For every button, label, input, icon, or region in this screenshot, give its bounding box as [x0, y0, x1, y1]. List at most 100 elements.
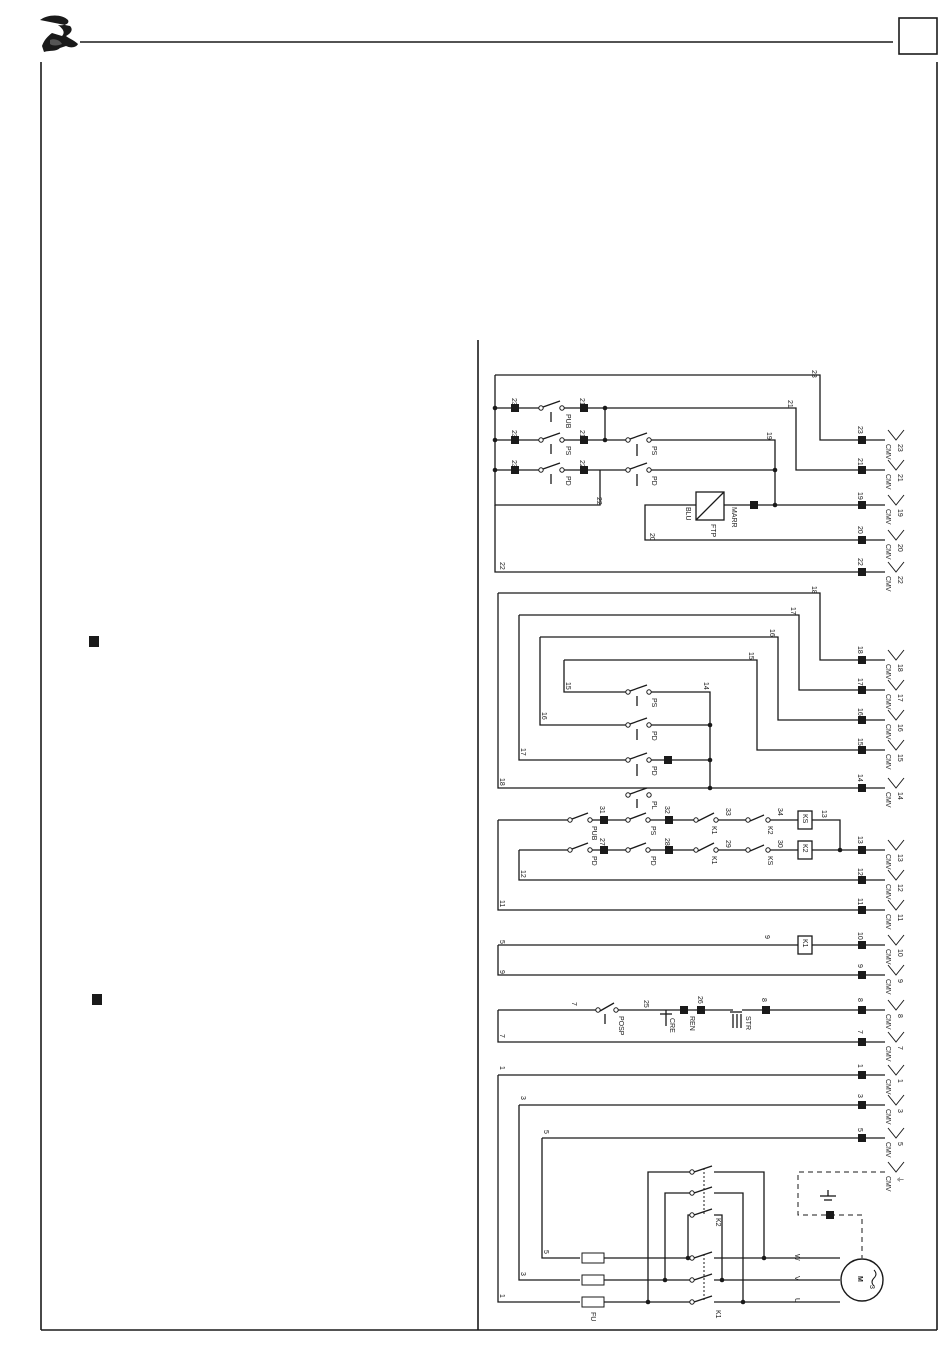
- svg-text:15: 15: [747, 652, 754, 660]
- svg-text:22: 22: [896, 576, 903, 584]
- svg-text:9: 9: [763, 935, 770, 939]
- svg-text:27: 27: [598, 838, 605, 846]
- svg-text:8: 8: [896, 1014, 903, 1018]
- svg-text:12: 12: [856, 868, 863, 876]
- svg-text:19: 19: [765, 432, 772, 440]
- contact-ks: KS: [745, 844, 773, 866]
- svg-text:5: 5: [498, 940, 505, 944]
- svg-text:16: 16: [896, 724, 903, 732]
- svg-text:BLU: BLU: [684, 507, 691, 521]
- svg-text:PS: PS: [650, 446, 657, 456]
- svg-text:STR: STR: [744, 1016, 751, 1030]
- svg-text:CMV: CMV: [884, 1142, 891, 1158]
- svg-text:23: 23: [856, 426, 863, 434]
- switch-pd-right: PD: [625, 462, 657, 486]
- coil-k2: K2: [797, 840, 813, 860]
- svg-text:CMV: CMV: [884, 544, 891, 560]
- svg-text:23: 23: [510, 460, 517, 468]
- svg-text:PD: PD: [590, 856, 597, 866]
- svg-text:18: 18: [498, 778, 505, 786]
- svg-text:5: 5: [856, 1128, 863, 1132]
- switch-pub-ctrl: PUB: [567, 812, 597, 841]
- svg-text:CMV: CMV: [884, 474, 891, 490]
- svg-text:20: 20: [648, 533, 655, 541]
- contactor-k1: K1: [689, 1251, 721, 1319]
- svg-text:21: 21: [578, 398, 585, 406]
- svg-text:POSP: POSP: [617, 1016, 624, 1036]
- svg-text:22: 22: [856, 558, 863, 566]
- svg-text:PL: PL: [650, 801, 657, 810]
- contactor-k2: K2: [689, 1165, 721, 1227]
- heater-str: STR: [730, 1011, 751, 1030]
- svg-text:CMV: CMV: [884, 854, 891, 870]
- svg-text:11: 11: [896, 914, 903, 921]
- svg-text:PD: PD: [650, 731, 657, 741]
- svg-text:22: 22: [578, 460, 585, 468]
- svg-text:23: 23: [510, 430, 517, 438]
- terminal-block-ctrl: [858, 846, 866, 914]
- svg-text:U: U: [793, 1298, 800, 1303]
- svg-text:3: 3: [896, 1109, 903, 1113]
- svg-text:17: 17: [519, 748, 526, 756]
- svg-text:22: 22: [498, 562, 505, 570]
- svg-text:CMV: CMV: [884, 979, 891, 995]
- wire-number-labels: 23 23 23 21 21 22 23 21 19 20 22 22 18 1…: [498, 398, 863, 1298]
- section-signals-14-18: 18 17 16 15 PS PD: [497, 586, 885, 810]
- svg-text:34: 34: [776, 808, 783, 816]
- svg-text:11: 11: [498, 900, 505, 907]
- svg-text:CMV: CMV: [884, 884, 891, 900]
- svg-text:12: 12: [519, 870, 526, 878]
- svg-text:KS: KS: [801, 814, 808, 824]
- section-power-circuit: FU K2: [497, 1071, 885, 1321]
- svg-text:17: 17: [856, 678, 863, 686]
- svg-text:3: 3: [519, 1096, 526, 1100]
- svg-text:1: 1: [498, 1294, 505, 1298]
- svg-text:8: 8: [856, 998, 863, 1002]
- ps-label: PS: [564, 446, 571, 456]
- svg-text:15: 15: [896, 754, 903, 762]
- svg-text:CMV: CMV: [884, 914, 891, 930]
- svg-text:7: 7: [570, 1002, 577, 1006]
- svg-text:REN: REN: [688, 1016, 695, 1031]
- svg-text:PD: PD: [650, 766, 657, 776]
- svg-text:7: 7: [856, 1030, 863, 1034]
- svg-text:CMV: CMV: [884, 1046, 891, 1062]
- svg-text:PD: PD: [650, 476, 657, 486]
- svg-text:CMV: CMV: [884, 1109, 891, 1125]
- svg-text:17: 17: [896, 694, 903, 702]
- svg-text:3: 3: [856, 1094, 863, 1098]
- wiring-diagram: 23 PUB PS: [492, 370, 905, 1321]
- svg-text:CMV: CMV: [884, 1079, 891, 1095]
- svg-text:7: 7: [896, 1046, 903, 1050]
- svg-text:28: 28: [663, 838, 670, 846]
- svg-text:M: M: [856, 1276, 863, 1282]
- section-contactor-control: PUB PD PS PD: [497, 810, 885, 914]
- svg-text:11: 11: [856, 898, 863, 905]
- svg-text:17: 17: [789, 607, 796, 615]
- bullet-marker: [92, 994, 102, 1005]
- svg-text:MARR: MARR: [730, 507, 737, 528]
- svg-text:31: 31: [598, 806, 605, 814]
- switch-pd-ctrl2: PD: [625, 842, 656, 866]
- svg-text:K1: K1: [801, 939, 808, 948]
- page-number-box: [898, 17, 938, 55]
- svg-text:18: 18: [856, 646, 863, 654]
- svg-text:18: 18: [810, 586, 817, 594]
- terminal-block-mid: [858, 656, 866, 792]
- svg-text:W: W: [793, 1254, 800, 1261]
- svg-text:25: 25: [642, 1000, 649, 1008]
- brand-logo: [40, 15, 78, 52]
- svg-text:13: 13: [896, 854, 903, 862]
- switch-pd-mid: PD: [625, 717, 657, 741]
- svg-text:5: 5: [542, 1250, 549, 1254]
- svg-text:21: 21: [896, 474, 903, 482]
- svg-text:V: V: [793, 1276, 800, 1281]
- svg-text:26: 26: [696, 996, 703, 1004]
- svg-text:CMV: CMV: [884, 694, 891, 710]
- svg-text:21: 21: [786, 400, 793, 408]
- svg-text:20: 20: [856, 526, 863, 534]
- svg-text:20: 20: [896, 544, 903, 552]
- svg-text:15: 15: [564, 682, 571, 690]
